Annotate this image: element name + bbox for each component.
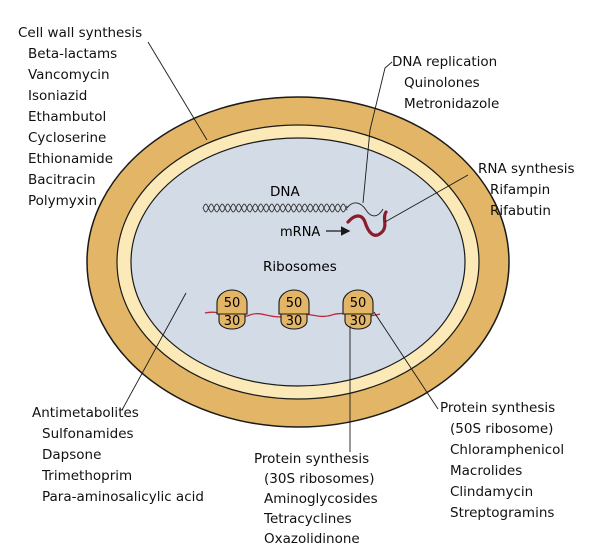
drug-name: Tetracyclines [264, 511, 352, 527]
protein-synthesis-30s-group: Protein synthesis (30S ribosomes) Aminog… [254, 449, 378, 549]
small-subunit-label: 30 [286, 314, 303, 329]
large-subunit-label: 50 [224, 296, 241, 311]
drug-name: Trimethoprim [42, 468, 133, 484]
group-title: DNA replication [392, 54, 498, 70]
drug-name: Isoniazid [28, 88, 88, 104]
large-subunit-label: 50 [350, 296, 367, 311]
drug-name: Rifabutin [490, 203, 551, 219]
dna-replication-leader [362, 61, 393, 204]
group-title: Protein synthesis [440, 400, 556, 416]
ribosome-2: 50 30 [278, 289, 310, 330]
drug-name: Macrolides [450, 463, 523, 479]
protein-50s-leader [373, 311, 439, 410]
drug-name: Vancomycin [28, 67, 110, 83]
antimetabolites-group: Antimetabolites Sulfonamides Dapsone Tri… [32, 403, 204, 508]
group-title: Protein synthesis [254, 451, 370, 467]
drug-name: Polymyxin [28, 193, 98, 209]
drug-name: Bacitracin [28, 172, 96, 188]
cell-wall-leader [147, 41, 208, 141]
drug-name: Ethambutol [28, 109, 107, 125]
group-title: RNA synthesis [478, 161, 575, 177]
group-title: Cell wall synthesis [18, 25, 143, 41]
ribosome-3: 50 30 [342, 289, 374, 330]
cell-wall-synthesis-group: Cell wall synthesis Beta-lactams Vancomy… [18, 23, 142, 212]
rna-synthesis-leader [384, 174, 469, 223]
drug-name: Dapsone [42, 447, 102, 463]
dna-replication-group: DNA replication Quinolones Metronidazole [392, 52, 499, 115]
small-subunit-label: 30 [224, 314, 241, 329]
ribosome-1: 50 30 [216, 289, 248, 330]
group-title: Antimetabolites [32, 405, 139, 421]
rna-synthesis-group: RNA synthesis Rifampin Rifabutin [478, 159, 575, 222]
drug-name: Oxazolidinone [264, 531, 360, 547]
drug-name: Ethionamide [28, 151, 113, 167]
drug-name: Rifampin [490, 182, 551, 198]
mrna-label: mRNA [280, 225, 320, 240]
drug-name: Metronidazole [404, 96, 500, 112]
drug-name: Para-aminosalicylic acid [42, 489, 204, 505]
drug-name: (30S ribosomes) [264, 471, 375, 487]
ribosomes-label: Ribosomes [263, 259, 337, 275]
large-subunit-label: 50 [286, 296, 303, 311]
antimetabolites-leader [121, 292, 187, 411]
drug-name: Clindamycin [450, 484, 534, 500]
drug-name: Aminoglycosides [264, 491, 378, 507]
drug-name: Chloramphenicol [450, 442, 565, 458]
drug-name: Beta-lactams [28, 46, 118, 62]
drug-name: Sulfonamides [42, 426, 134, 442]
drug-name: (50S ribosome) [450, 421, 554, 437]
dna-helix [202, 202, 384, 217]
mrna-strand [346, 210, 388, 237]
drug-name: Quinolones [404, 75, 480, 91]
drug-name: Cycloserine [28, 130, 107, 146]
dna-label: DNA [270, 184, 300, 200]
small-subunit-label: 30 [350, 314, 367, 329]
protein-synthesis-50s-group: Protein synthesis (50S ribosome) Chloram… [440, 398, 564, 524]
drug-name: Streptogramins [450, 505, 555, 521]
